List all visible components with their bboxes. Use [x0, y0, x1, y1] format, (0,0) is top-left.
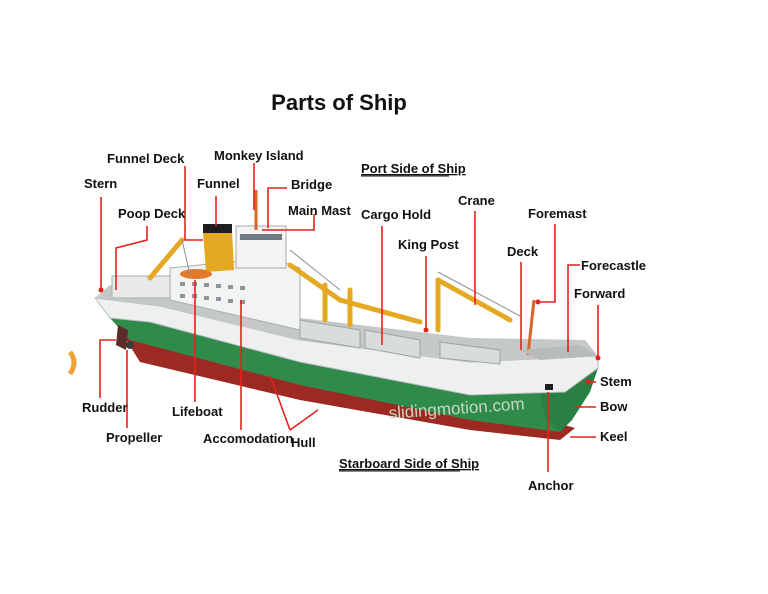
label-keel: Keel: [600, 429, 627, 444]
dot-forward: [595, 355, 601, 361]
dot-king-post: [423, 327, 429, 333]
bridge-windows: [240, 234, 282, 240]
bow-green: [540, 368, 598, 432]
label-accomodation: Accomodation: [203, 431, 293, 446]
hull-upper-white: [93, 297, 599, 396]
propeller-shape: [126, 341, 134, 349]
label-forward: Forward: [574, 286, 625, 301]
label-stern: Stern: [84, 176, 117, 191]
label-bow: Bow: [600, 399, 628, 414]
hull-green: [110, 318, 572, 432]
crane-cables: [181, 239, 521, 317]
label-lifeboat: Lifeboat: [172, 404, 223, 419]
label-propeller: Propeller: [106, 430, 162, 445]
left-edge-mark: [67, 350, 77, 376]
port-side-label: Port Side of Ship: [361, 161, 466, 176]
label-funnel-deck: Funnel Deck: [107, 151, 185, 166]
label-hull: Hull: [291, 435, 316, 450]
leader-bridge: [267, 187, 287, 228]
dot-stern: [98, 287, 104, 293]
label-stem: Stem: [600, 374, 632, 389]
poop-deck-house: [111, 275, 171, 299]
part-labels: Stern Funnel Deck Funnel Monkey Island B…: [82, 148, 646, 493]
leader-poop-deck: [115, 226, 148, 290]
cargo-hatches: [299, 319, 501, 365]
anchor-shape: [545, 384, 553, 390]
label-king-post: King Post: [398, 237, 459, 252]
label-poop-deck: Poop Deck: [118, 206, 186, 221]
funnel-body: [203, 230, 234, 272]
label-cargo-hold: Cargo Hold: [361, 207, 431, 222]
label-monkey-island: Monkey Island: [214, 148, 304, 163]
label-funnel: Funnel: [197, 176, 240, 191]
funnel-top: [203, 224, 232, 233]
leader-main-mast: [262, 214, 315, 231]
label-deck: Deck: [507, 244, 539, 259]
leader-rudder: [99, 339, 116, 398]
diagram-title: Parts of Ship: [271, 90, 407, 115]
label-foremast: Foremast: [528, 206, 587, 221]
label-crane: Crane: [458, 193, 495, 208]
starboard-side-label: Starboard Side of Ship: [339, 456, 479, 471]
label-anchor: Anchor: [528, 478, 574, 493]
leader-foremast: [538, 224, 556, 303]
leader-forecastle: [567, 264, 580, 352]
label-forecastle: Forecastle: [581, 258, 646, 273]
label-main-mast: Main Mast: [288, 203, 352, 218]
leader-funnel-deck: [184, 166, 203, 241]
leader-hull: [269, 374, 319, 431]
bridge-tower: [235, 225, 287, 269]
cranes: [147, 237, 513, 333]
rudder-shape: [116, 325, 128, 350]
forecastle-deck: [520, 345, 598, 360]
label-bridge: Bridge: [291, 177, 332, 192]
ship-illustration: [93, 190, 599, 440]
label-rudder: Rudder: [82, 400, 128, 415]
foremast-pole: [526, 299, 536, 356]
dot-foremast: [535, 299, 541, 305]
lifeboat-shape: [180, 269, 212, 279]
leader-lines: [98, 163, 601, 472]
dot-stem: [585, 379, 591, 385]
